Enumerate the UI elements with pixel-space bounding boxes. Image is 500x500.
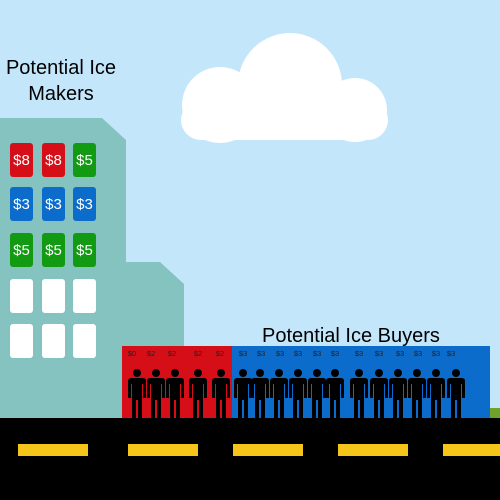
maker-window — [73, 324, 96, 358]
road-stripe — [338, 444, 408, 456]
maker-window — [73, 279, 96, 313]
window-pane — [10, 324, 33, 358]
person-icon — [427, 369, 445, 418]
window-price: $5 — [76, 152, 93, 169]
window-pane — [42, 279, 65, 313]
window-pane — [42, 187, 65, 221]
person-icon — [370, 369, 388, 418]
person-icon — [212, 369, 230, 418]
maker-window: $3 — [10, 187, 33, 221]
buyer-price: $3 — [331, 349, 339, 358]
grass-strip — [490, 408, 500, 418]
buyer-price: $3 — [432, 349, 440, 358]
window-pane — [10, 279, 33, 313]
person-icon — [147, 369, 165, 418]
maker-window: $5 — [42, 233, 65, 267]
person-icon — [251, 369, 269, 418]
person-icon — [270, 369, 288, 418]
maker-window: $5 — [73, 233, 96, 267]
window-price: $5 — [76, 242, 93, 259]
buyer-price: $2 — [216, 349, 224, 358]
buyer-price: $3 — [239, 349, 247, 358]
road-stripe — [128, 444, 198, 456]
person-icon — [389, 369, 407, 418]
road-stripes — [18, 444, 500, 456]
window-pane — [42, 324, 65, 358]
buyer-people — [128, 369, 465, 418]
maker-window — [10, 279, 33, 313]
person-icon — [308, 369, 326, 418]
buyer-price: $3 — [414, 349, 422, 358]
makers-title: Potential Ice Makers — [0, 55, 122, 107]
window-pane — [42, 143, 65, 177]
maker-window: $8 — [42, 143, 65, 177]
cloud-icon — [181, 33, 388, 143]
buyer-price: $3 — [396, 349, 404, 358]
buyer-price: $3 — [447, 349, 455, 358]
maker-window: $5 — [73, 143, 96, 177]
buyer-price: $3 — [313, 349, 321, 358]
window-price: $3 — [45, 196, 62, 213]
buyer-price: $3 — [257, 349, 265, 358]
makers-title-line2: Makers — [28, 83, 94, 105]
buyer-price: $3 — [355, 349, 363, 358]
window-pane — [73, 233, 96, 267]
maker-window — [10, 324, 33, 358]
person-icon — [189, 369, 207, 418]
window-price: $5 — [13, 242, 30, 259]
maker-window: $3 — [42, 187, 65, 221]
person-icon — [350, 369, 368, 418]
buyer-price-labels: $0 $2 $2 $2 $2 $3 $3 $3 $3 $3 $3 $3 $3 $3 $3 $3 $3 — [128, 349, 455, 358]
person-icon — [234, 369, 252, 418]
road-stripe — [443, 444, 500, 456]
person-icon — [447, 369, 465, 418]
buyers-title: Potential Ice Buyers — [262, 325, 440, 347]
road-stripe — [18, 444, 88, 456]
window-pane — [73, 187, 96, 221]
buyer-price: $2 — [168, 349, 176, 358]
road-stripe — [233, 444, 303, 456]
maker-windows: $8 $8 $5 $3 $3 $3 $5 $5 $5 — [10, 143, 96, 358]
window-pane — [73, 279, 96, 313]
window-price: $3 — [76, 196, 93, 213]
road — [0, 418, 500, 500]
window-price: $5 — [45, 242, 62, 259]
buyer-price: $3 — [375, 349, 383, 358]
window-pane — [42, 233, 65, 267]
buyer-price: $3 — [294, 349, 302, 358]
person-icon — [166, 369, 184, 418]
maker-window: $5 — [10, 233, 33, 267]
person-icon — [128, 369, 146, 418]
window-pane — [10, 233, 33, 267]
maker-window — [42, 324, 65, 358]
makers-title-line1: Potential Ice — [5, 57, 117, 79]
buyer-price: $0 — [128, 349, 136, 358]
buyer-price: $2 — [147, 349, 155, 358]
window-pane — [73, 143, 96, 177]
window-price: $8 — [45, 152, 62, 169]
window-price: $8 — [13, 152, 30, 169]
maker-window — [42, 279, 65, 313]
buyer-price: $3 — [276, 349, 284, 358]
person-icon — [289, 369, 307, 418]
person-icon — [408, 369, 426, 418]
window-price: $3 — [13, 196, 30, 213]
buyer-price: $2 — [194, 349, 202, 358]
maker-window: $3 — [73, 187, 96, 221]
window-pane — [73, 324, 96, 358]
person-icon — [326, 369, 344, 418]
maker-window: $8 — [10, 143, 33, 177]
window-pane — [10, 187, 33, 221]
window-pane — [10, 143, 33, 177]
